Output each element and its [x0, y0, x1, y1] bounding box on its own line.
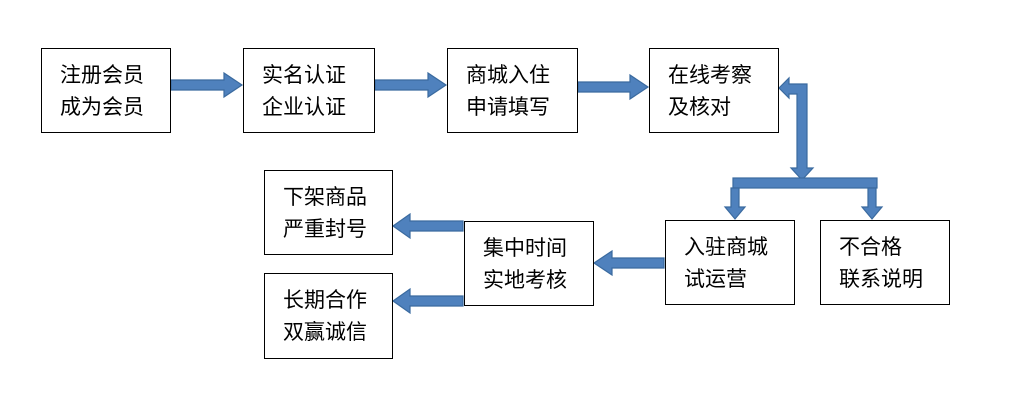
node-ban-line1: 下架商品	[283, 185, 367, 209]
node-apply: 商城入住 申请填写	[447, 48, 578, 133]
node-register-line1: 注册会员	[60, 63, 144, 87]
arrow-trial-to-inspect	[592, 249, 665, 277]
arrow-register-to-verify	[170, 71, 244, 99]
node-register-line2: 成为会员	[60, 95, 144, 119]
node-inspect: 集中时间 实地考核	[464, 221, 594, 306]
node-register: 注册会员 成为会员	[41, 48, 171, 133]
node-trial-line1: 入驻商城	[684, 235, 768, 259]
node-verify-line1: 实名认证	[262, 63, 346, 87]
split-bar	[732, 177, 878, 189]
node-verify: 实名认证 企业认证	[243, 48, 375, 133]
node-apply-line2: 申请填写	[466, 95, 550, 119]
arrow-split-to-fail	[860, 187, 884, 220]
node-verify-line2: 企业认证	[262, 95, 346, 119]
node-review-line1: 在线考察	[668, 63, 752, 87]
node-fail: 不合格 联系说明	[820, 220, 950, 305]
arrow-apply-to-review	[577, 73, 650, 101]
arrow-inspect-to-partner	[391, 287, 464, 315]
node-review-line2: 及核对	[668, 95, 731, 119]
node-trial-line2: 试运营	[684, 267, 747, 291]
node-partner-line1: 长期合作	[283, 288, 367, 312]
node-review: 在线考察 及核对	[649, 48, 779, 133]
node-ban-line2: 严重封号	[283, 217, 367, 241]
arrow-inspect-to-ban	[391, 212, 464, 240]
arrow-review-to-split	[778, 76, 815, 181]
node-fail-line2: 联系说明	[839, 267, 923, 291]
node-inspect-line2: 实地考核	[483, 268, 567, 292]
node-fail-line1: 不合格	[839, 235, 902, 259]
node-inspect-line1: 集中时间	[483, 236, 567, 260]
arrow-verify-to-apply	[374, 71, 448, 99]
node-partner-line2: 双赢诚信	[283, 320, 367, 344]
node-ban: 下架商品 严重封号	[264, 170, 393, 255]
node-apply-line1: 商城入住	[466, 63, 550, 87]
node-trial: 入驻商城 试运营	[665, 220, 795, 305]
arrow-split-to-trial	[723, 187, 747, 220]
node-partner: 长期合作 双赢诚信	[264, 273, 393, 359]
